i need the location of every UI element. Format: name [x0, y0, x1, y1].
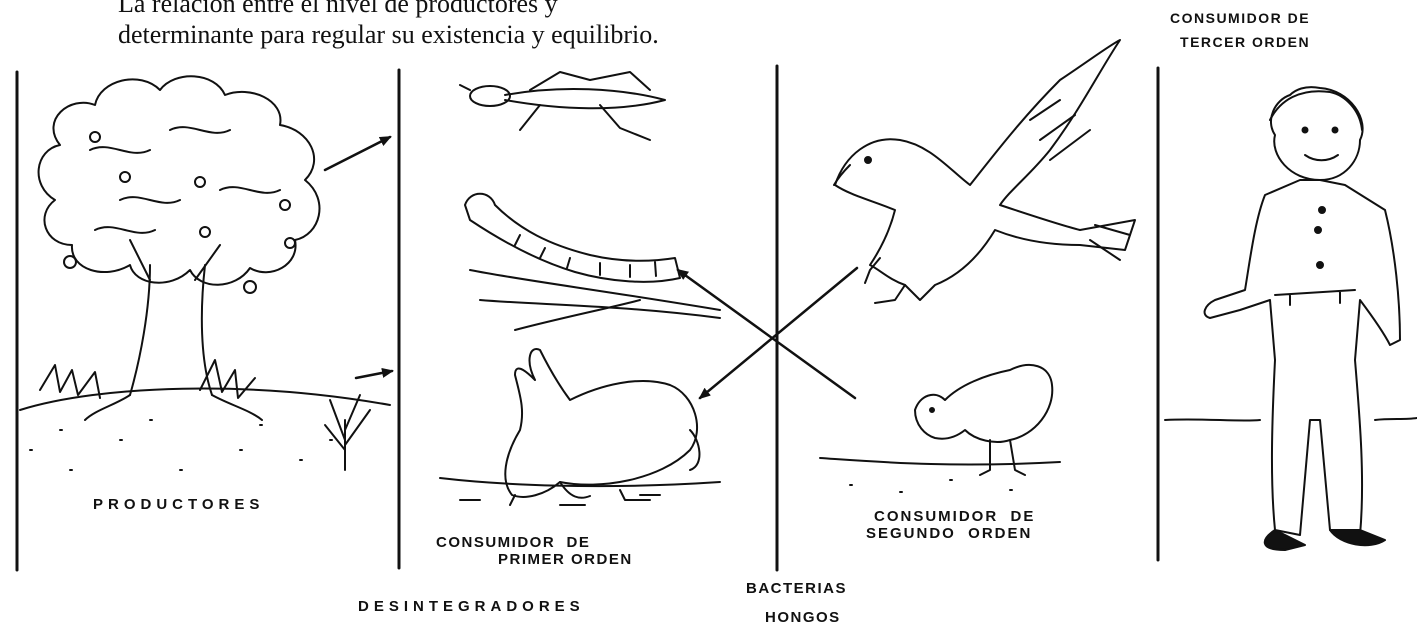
intro-text: La relación entre el nivel de productore… [118, 0, 659, 50]
label-consumidor-segundo-orden: CONSUMIDOR DE SEGUNDO ORDEN [866, 508, 1035, 542]
label-bacterias: BACTERIAS [746, 580, 848, 597]
label-line: SEGUNDO ORDEN [866, 525, 1033, 542]
label-consumidor-primer-orden: CONSUMIDOR DE PRIMER ORDEN [436, 534, 633, 568]
arrow [354, 368, 394, 380]
label-line: CONSUMIDOR DE [874, 508, 1036, 525]
eagle-illustration [833, 39, 1136, 304]
label-line: PRIMER ORDEN [498, 551, 633, 568]
label-desintegradores: DESINTEGRADORES [358, 598, 585, 615]
boy-illustration [1164, 86, 1417, 551]
tree-illustration [19, 75, 391, 471]
rabbit-illustration [439, 348, 721, 506]
intro-line-1: La relación entre el nivel de productore… [118, 0, 558, 18]
arrow [323, 135, 392, 172]
caterpillar-illustration [464, 192, 721, 331]
label-line: CONSUMIDOR DE [1170, 10, 1311, 26]
intro-line-2: determinante para regular su existencia … [118, 20, 659, 49]
label-line: CONSUMIDOR DE [436, 534, 591, 551]
grasshopper-illustration [459, 71, 666, 141]
chicken-illustration [819, 364, 1061, 493]
label-consumidor-tercer-orden: CONSUMIDOR DE TERCER ORDEN [1170, 10, 1310, 50]
label-line: TERCER ORDEN [1180, 34, 1311, 50]
label-hongos: HONGOS [765, 609, 841, 626]
label-productores: PRODUCTORES [93, 496, 265, 513]
arrow [698, 266, 859, 400]
arrow [676, 268, 857, 400]
